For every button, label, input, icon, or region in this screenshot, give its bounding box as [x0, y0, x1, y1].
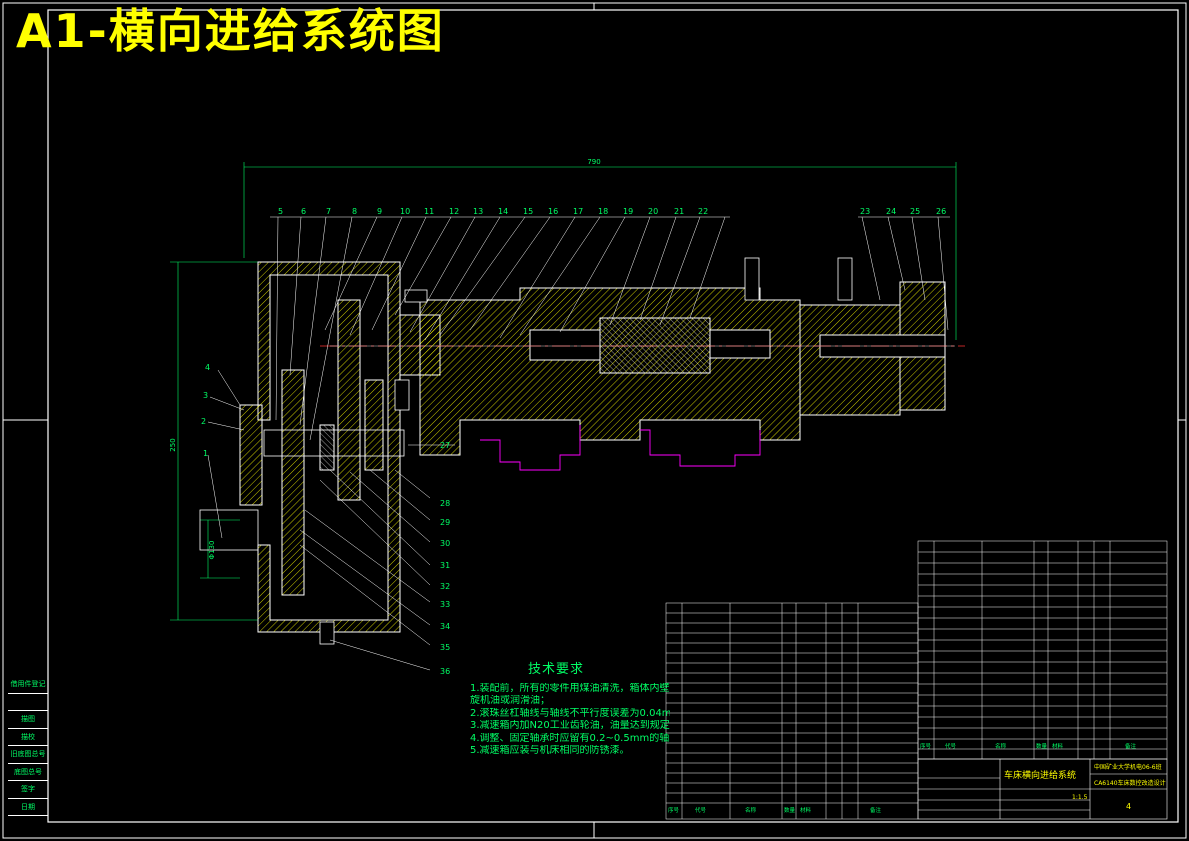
bom-right-header-material: 材料: [1052, 744, 1064, 750]
bom-left-header-no: 序号: [668, 808, 680, 814]
leaders-top: [270, 216, 950, 441]
balloon-8: 8: [352, 207, 357, 216]
balloon-29: 29: [440, 518, 450, 527]
leaders-right: [207, 369, 455, 671]
motor-body: [199, 509, 259, 551]
bom-table-right: [917, 540, 1168, 760]
bom-left-header-name: 名称: [745, 808, 757, 814]
side-stamp-column: 借用件登记 描图 描校 旧底图总号 底图总号 签字 日期: [8, 676, 48, 816]
balloon-17: 17: [573, 207, 583, 216]
drawing-title: A1-横向进给系统图: [16, 4, 445, 58]
tech-line-2: 旋机油或润滑油；: [470, 695, 550, 706]
side-stamp-cell: 日期: [8, 799, 48, 816]
balloon-6: 6: [301, 207, 306, 216]
balloon-3: 3: [203, 391, 208, 400]
balloon-25: 25: [910, 207, 920, 216]
dimension-790: [243, 162, 957, 340]
ball-screw-assembly: [399, 281, 946, 456]
side-stamp-cell: 借用件登记: [8, 676, 48, 694]
balloon-15: 15: [523, 207, 533, 216]
balloon-16: 16: [548, 207, 558, 216]
balloon-20: 20: [648, 207, 658, 216]
title-block-sheet: 4: [1126, 802, 1132, 811]
balloon-34: 34: [440, 622, 450, 631]
side-stamp-cell: [8, 694, 48, 711]
tech-heading: 技术要求: [528, 662, 585, 677]
balloon-28: 28: [440, 499, 450, 508]
side-stamp-cell: 底图总号: [8, 764, 48, 781]
tech-line-3: 2.滚珠丝杠轴线与轴线不平行度误差为0.04mm。: [470, 707, 670, 719]
side-stamp-cell: 旧底图总号: [8, 746, 48, 764]
balloon-18: 18: [598, 207, 608, 216]
motor-flange: [239, 404, 263, 506]
technical-requirements: 技术要求 1.装配前，所有的零件用煤油清洗，箱体内壁涂上耐油油漆； 旋机油或润滑…: [470, 662, 670, 758]
large-gear: [281, 369, 305, 596]
balloon-24: 24: [886, 207, 896, 216]
balloon-33: 33: [440, 600, 450, 609]
balloon-30: 30: [440, 539, 450, 548]
balloon-9: 9: [377, 207, 382, 216]
bom-right-header-no: 序号: [920, 744, 932, 750]
bom-right-header-qty: 数量: [1036, 744, 1048, 750]
title-block-scale: 1:1.5: [1072, 794, 1088, 801]
balloon-13: 13: [473, 207, 483, 216]
balloon-labels-left: 4 3 2 1: [201, 363, 210, 458]
tech-line-1: 1.装配前，所有的零件用煤油清洗，箱体内壁涂上耐油油漆；: [470, 682, 670, 694]
bolts: [319, 257, 853, 645]
balloon-23: 23: [860, 207, 870, 216]
balloon-10: 10: [400, 207, 410, 216]
balloon-labels-top: 5 6 7 8 9 10 11 12 13 14 15 16 17 18 19 …: [278, 207, 946, 216]
side-stamp-cell: 签字: [8, 781, 48, 799]
bom-right-header-code: 代号: [945, 744, 957, 750]
title-block-name: 车床横向进给系统: [1004, 771, 1077, 781]
guideway-profile: [480, 425, 581, 471]
bom-left-header-material: 材料: [800, 808, 812, 814]
bom-right-header-notes: 备注: [1125, 744, 1137, 750]
balloon-7: 7: [326, 207, 331, 216]
balloon-21: 21: [674, 207, 684, 216]
balloon-5: 5: [278, 207, 283, 216]
title-block-school: 中国矿业大学机电06-6班: [1094, 764, 1162, 771]
balloon-1: 1: [203, 449, 208, 458]
tech-line-6: 5.减速箱应装与机床相同的防锈漆。: [470, 745, 630, 756]
balloon-4: 4: [205, 363, 210, 372]
bom-right-header-name: 名称: [995, 744, 1007, 750]
dim-790-text: 790: [587, 158, 600, 166]
balloon-36: 36: [440, 667, 450, 676]
title-block-frame: [917, 758, 1168, 820]
balloon-labels-right: 27 28 29 30 31 32 33 34 35 36: [440, 441, 450, 676]
bom-left-header-qty: 数量: [784, 808, 796, 814]
bom-left-header-code: 代号: [695, 808, 707, 814]
tech-line-5: 4.调整、固定轴承时应留有0.2~0.5mm的轴向间隙。: [470, 732, 670, 744]
side-stamp-cell: 描校: [8, 729, 48, 746]
bom-table-left: [665, 602, 919, 820]
balloon-32: 32: [440, 582, 450, 591]
balloon-2: 2: [201, 417, 206, 426]
balloon-27: 27: [440, 441, 450, 450]
balloon-31: 31: [440, 561, 450, 570]
gearbox-housing: [257, 261, 401, 633]
balloon-12: 12: [449, 207, 459, 216]
balloon-22: 22: [698, 207, 708, 216]
bom-left-header-notes: 备注: [870, 808, 882, 814]
balloon-14: 14: [498, 207, 508, 216]
inner-border: [47, 9, 1179, 823]
side-stamp-cell: 描图: [8, 711, 48, 729]
balloon-19: 19: [623, 207, 633, 216]
balloon-35: 35: [440, 643, 450, 652]
title-block-project: CA6140车床数控改造设计: [1094, 780, 1166, 787]
balloon-11: 11: [424, 207, 434, 216]
balloon-26: 26: [936, 207, 946, 216]
tech-line-4: 3.减速箱内加N20工业齿轮油，油量达到规定深度。: [470, 720, 670, 731]
dim-250-text: 250: [169, 438, 177, 451]
